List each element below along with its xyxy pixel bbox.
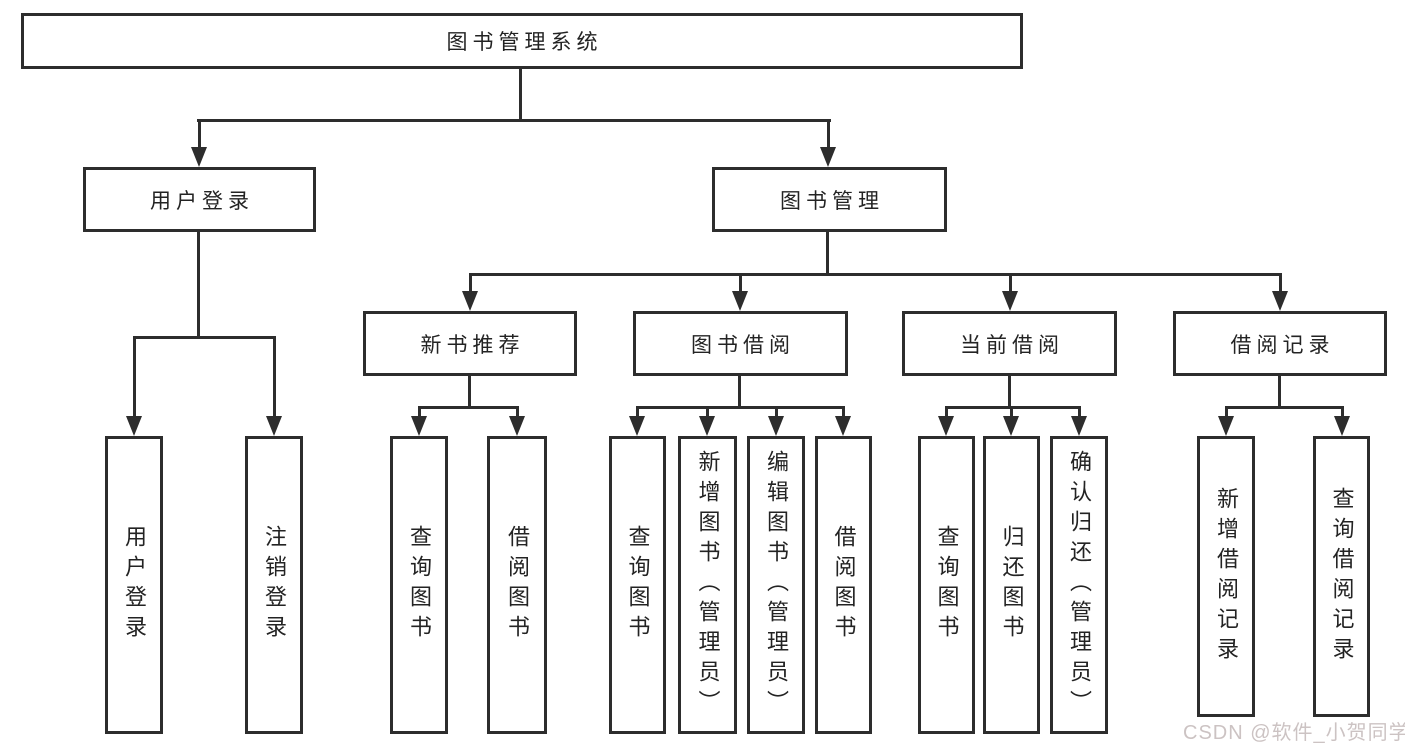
csdn-watermark: CSDN @软件_小贺同学 [1183,722,1405,744]
arrow-down-icon [1071,406,1087,436]
leaf-label: 借阅图书 [505,525,530,645]
arrow-down-icon [1002,273,1018,311]
arrow-down-icon [1272,273,1288,311]
node-borrowing-records: 借阅记录 [1173,311,1387,376]
node-label: 当前借阅 [960,333,1064,357]
node-current-borrowing: 当前借阅 [902,311,1117,376]
arrow-down-icon [191,119,207,167]
leaf-current-confirm-return-admin: 确认归还（管理员） [1050,436,1108,734]
leaf-label: 编辑图书（管理员） [764,450,789,720]
connector-line [738,376,741,409]
leaf-label: 新增借阅记录 [1214,486,1239,667]
leaf-label: 查询图书 [934,525,960,645]
arrow-down-icon [462,273,478,311]
connector-line [945,406,1080,409]
arrow-down-icon [699,406,715,436]
node-library-management-system: 图书管理系统 [21,13,1023,69]
connector-line [1225,406,1343,409]
arrow-down-icon [411,406,427,436]
connector-line [418,406,518,409]
node-user-login: 用户登录 [83,167,316,232]
arrow-down-icon [1218,406,1234,436]
leaf-borrowing-query-books: 查询图书 [609,436,666,734]
node-book-management: 图书管理 [712,167,947,232]
connector-line [197,119,831,122]
arrow-down-icon [509,406,525,436]
node-label: 新书推荐 [420,333,525,357]
connector-line [826,232,829,276]
arrow-down-icon [126,336,142,436]
connector-line [519,69,522,122]
leaf-current-return-books: 归还图书 [983,436,1040,734]
leaf-label: 确认归还（管理员） [1067,450,1092,720]
node-label: 图书借阅 [691,333,795,357]
node-label: 借阅记录 [1230,333,1335,357]
connector-line [1008,376,1011,409]
leaf-borrowing-borrow-books: 借阅图书 [815,436,872,734]
leaf-records-query-record: 查询借阅记录 [1313,436,1370,717]
leaf-borrowing-add-books-admin: 新增图书（管理员） [678,436,737,734]
arrow-down-icon [629,406,645,436]
leaf-records-add-record: 新增借阅记录 [1197,436,1255,717]
leaf-newbooks-query-books: 查询图书 [390,436,448,734]
leaf-label: 用户登录 [122,525,147,645]
arrow-down-icon [768,406,784,436]
arrow-down-icon [266,336,282,436]
arrow-down-icon [820,119,836,167]
node-book-borrowing: 图书借阅 [633,311,848,376]
connector-line [197,232,200,339]
arrow-down-icon [835,406,851,436]
connector-line [469,273,1281,276]
leaf-borrowing-edit-books-admin: 编辑图书（管理员） [747,436,805,734]
node-label: 图书管理系统 [446,31,603,54]
leaf-label: 查询图书 [625,525,651,645]
leaf-label: 归还图书 [999,525,1025,645]
node-label: 用户登录 [150,189,254,213]
connector-line [1278,376,1281,409]
leaf-label: 查询图书 [407,525,432,645]
leaf-label: 查询借阅记录 [1329,486,1355,667]
node-label: 图书管理 [780,189,884,213]
leaf-label: 新增图书（管理员） [695,450,721,720]
leaf-newbooks-borrow-books: 借阅图书 [487,436,547,734]
arrow-down-icon [732,273,748,311]
node-new-book-recommendation: 新书推荐 [363,311,577,376]
connector-line [636,406,844,409]
arrow-down-icon [1334,406,1350,436]
leaf-user-login: 用户登录 [105,436,163,734]
leaf-current-query-books: 查询图书 [918,436,975,734]
connector-line [133,336,275,339]
leaf-logout: 注销登录 [245,436,303,734]
arrow-down-icon [938,406,954,436]
arrow-down-icon [1003,406,1019,436]
leaf-label: 注销登录 [262,525,287,645]
connector-line [468,376,471,409]
leaf-label: 借阅图书 [831,525,857,645]
